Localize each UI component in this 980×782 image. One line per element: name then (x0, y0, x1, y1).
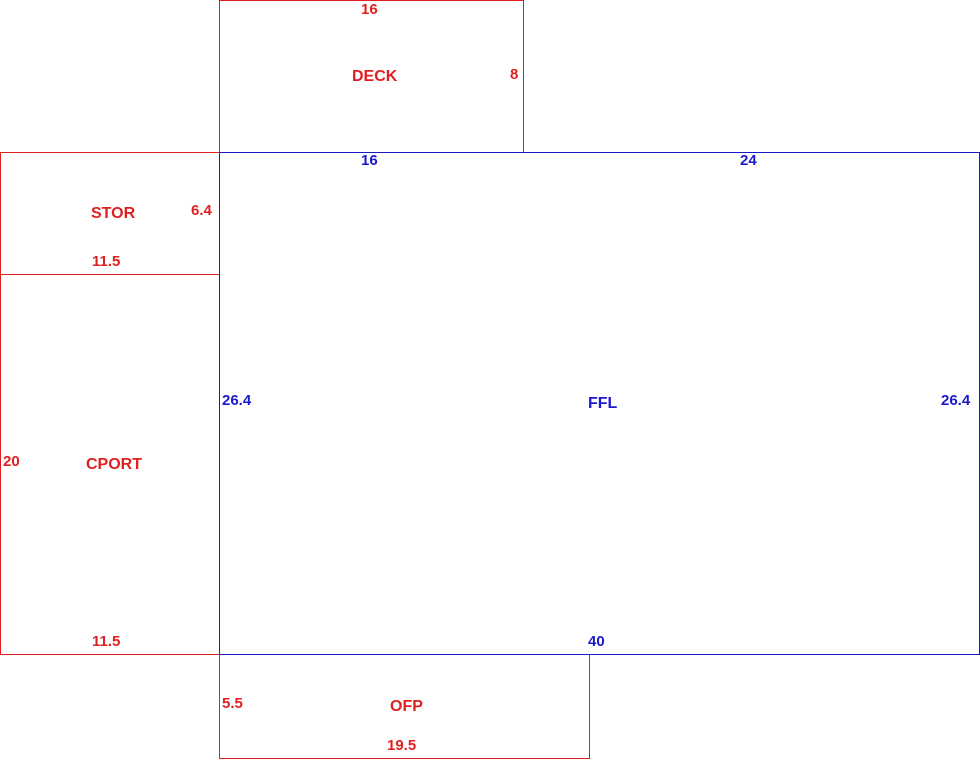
ofp-name: OFP (390, 698, 423, 715)
ffl-dim-right: 26.4 (941, 392, 971, 409)
deck-name: DECK (352, 68, 398, 85)
ffl-name: FFL (588, 395, 618, 412)
stor-dim-bottom: 11.5 (92, 253, 121, 270)
ofp-dim-left: 5.5 (222, 695, 243, 712)
stor-dim-right: 6.4 (191, 202, 212, 219)
ffl-dim-bottom: 40 (588, 633, 605, 650)
deck-dim-right: 8 (510, 66, 519, 83)
ffl-dim-top-left: 16 (361, 152, 378, 169)
ffl-dim-top-right: 24 (740, 152, 757, 169)
ofp-dim-bottom: 19.5 (387, 737, 417, 754)
cport-dim-left: 20 (3, 453, 20, 470)
cport-name: CPORT (86, 456, 142, 473)
deck-dim-top: 16 (361, 1, 378, 18)
stor-name: STOR (91, 205, 136, 222)
ffl-dim-left: 26.4 (222, 392, 252, 409)
cport-dim-bottom: 11.5 (92, 633, 121, 650)
